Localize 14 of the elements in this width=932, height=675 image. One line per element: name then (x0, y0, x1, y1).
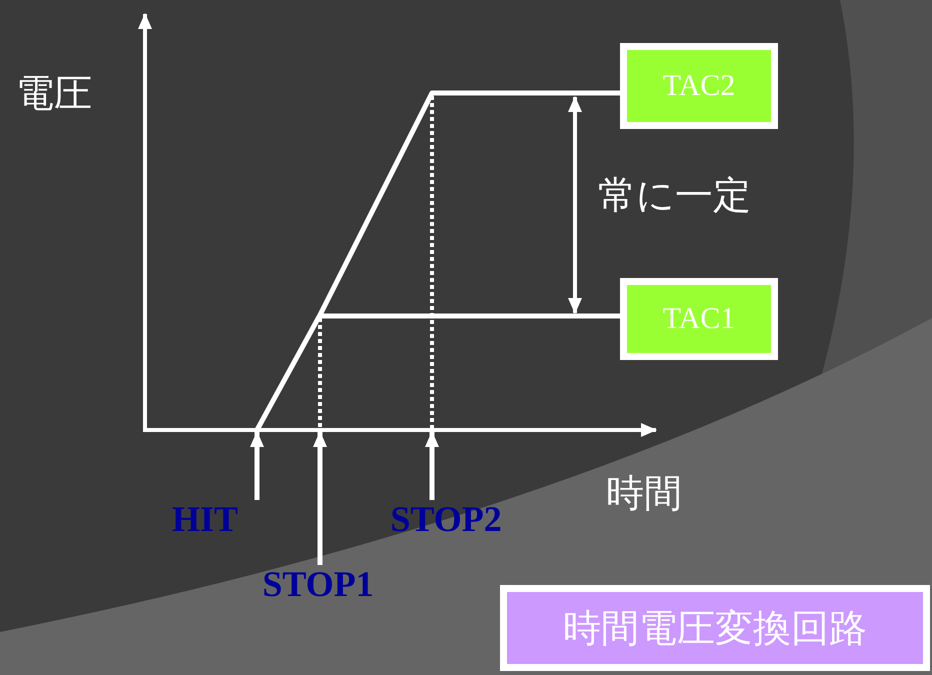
signal-label: HIT (163, 500, 247, 538)
arrow (313, 431, 327, 565)
circuit-box: 時間電圧変換回路 (500, 585, 930, 671)
tac-box: TAC1 (620, 278, 778, 360)
annotation-text: 常に一定 (598, 172, 751, 219)
axis-label: 電圧 (16, 70, 92, 117)
connector-line (320, 314, 620, 318)
axis-label: 時間 (606, 470, 682, 517)
arrow (250, 431, 264, 500)
signal-label: STOP2 (371, 500, 521, 538)
arrow (425, 431, 439, 500)
signal-label: STOP1 (244, 565, 392, 603)
tac-box: TAC2 (620, 43, 778, 129)
connector-line (432, 90, 620, 96)
